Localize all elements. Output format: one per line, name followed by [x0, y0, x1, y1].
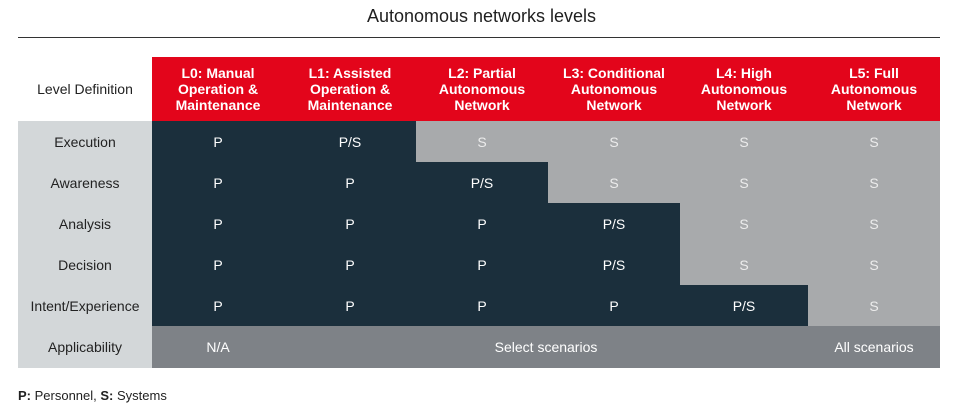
legend-p-text: Personnel, — [31, 388, 101, 403]
legend-s-text: Systems — [113, 388, 167, 403]
legend-p-key: P: — [18, 388, 31, 403]
table-cell: P — [152, 121, 284, 162]
level-header-line: Network — [716, 97, 772, 113]
table-cell: P — [284, 285, 416, 326]
table-cell: P/S — [416, 162, 548, 203]
table-cell: P — [284, 162, 416, 203]
row-label: Intent/Experience — [18, 285, 152, 326]
table-cell: S — [808, 162, 940, 203]
table-cell: S — [808, 285, 940, 326]
table-cell: P — [152, 244, 284, 285]
table-cell: S — [680, 121, 808, 162]
table-cell: P — [152, 285, 284, 326]
table-cell: S — [548, 121, 680, 162]
table-cell: S — [548, 162, 680, 203]
level-header-line: Maintenance — [307, 97, 393, 113]
table-cell: P — [152, 162, 284, 203]
row-label: Execution — [18, 121, 152, 162]
level-header-line: Operation & — [309, 81, 391, 97]
table-cell: S — [416, 121, 548, 162]
table-cell: P/S — [548, 203, 680, 244]
level-header-line: Autonomous — [570, 81, 658, 97]
applicability-na: N/A — [152, 326, 284, 368]
table-cell: P/S — [548, 244, 680, 285]
level-header-line: L4: High — [715, 65, 772, 81]
level-header-line: Operation & — [177, 81, 259, 97]
row-label: Decision — [18, 244, 152, 285]
level-header-line: Network — [586, 97, 642, 113]
table-cell: P — [416, 244, 548, 285]
level-header-line: Maintenance — [175, 97, 261, 113]
level-header-line: Autonomous — [830, 81, 918, 97]
corner-label: Level Definition — [18, 57, 152, 121]
level-header-line: Autonomous — [438, 81, 526, 97]
table-cell: P/S — [284, 121, 416, 162]
table-cell: P — [416, 203, 548, 244]
applicability-all: All scenarios — [808, 326, 940, 368]
legend: P: Personnel, S: Systems — [18, 388, 167, 403]
level-header-line: L0: Manual — [181, 65, 255, 81]
table-cell: P — [284, 203, 416, 244]
level-header-line: L2: Partial — [448, 65, 516, 81]
table-cell: P — [416, 285, 548, 326]
table-cell: P — [548, 285, 680, 326]
level-header-line: L1: Assisted — [308, 65, 392, 81]
level-header-line: Network — [454, 97, 510, 113]
table-cell: S — [808, 203, 940, 244]
level-header-line: Autonomous — [700, 81, 788, 97]
level-header-line: L3: Conditional — [563, 65, 665, 81]
table-cell: P — [152, 203, 284, 244]
table-cell: S — [680, 203, 808, 244]
level-header-line: Network — [846, 97, 902, 113]
table-cell: S — [808, 121, 940, 162]
row-label: Awareness — [18, 162, 152, 203]
applicability-label: Applicability — [18, 326, 152, 368]
page-title: Autonomous networks levels — [366, 6, 597, 26]
table-cell: P/S — [680, 285, 808, 326]
table-cell: P — [284, 244, 416, 285]
table-cell: S — [808, 244, 940, 285]
row-label: Analysis — [18, 203, 152, 244]
applicability-select: Select scenarios — [284, 326, 808, 368]
table-cell: S — [680, 244, 808, 285]
table-cell: S — [680, 162, 808, 203]
level-header-line: L5: Full — [849, 65, 899, 81]
legend-s-key: S: — [100, 388, 114, 403]
title-divider — [18, 37, 940, 38]
